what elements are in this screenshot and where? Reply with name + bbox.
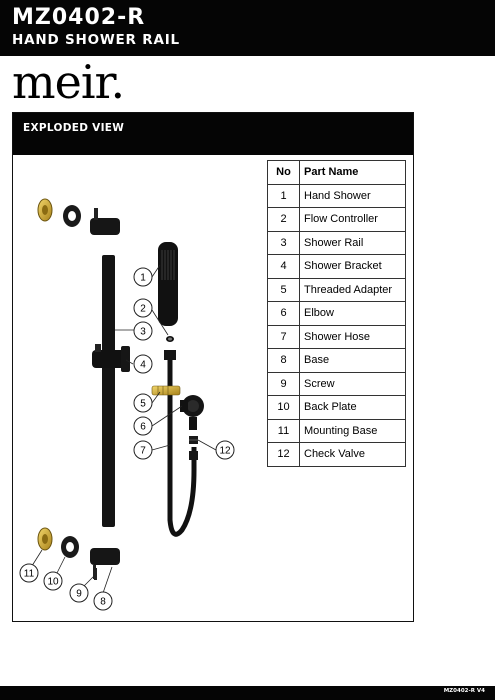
svg-text:1: 1 [140,273,146,284]
part-name: Base [299,348,406,373]
callout-8: 8 [93,591,113,611]
exploded-view-title: EXPLODED VIEW [23,122,125,134]
callout-11: 11 [19,563,39,583]
header-bar: MZ0402-R HAND SHOWER RAIL [0,0,495,56]
part-number: 7 [267,324,300,349]
brand-logo: meir. [12,55,125,109]
column-header-part-name: Part Name [299,160,406,185]
callout-9: 9 [69,583,89,603]
flow-controller [166,336,174,342]
callout-4: 4 [133,354,153,374]
svg-text:5: 5 [140,399,146,410]
product-name: HAND SHOWER RAIL [12,32,180,48]
shower-bracket [92,344,130,372]
elbow [180,395,204,430]
shower-hose [167,360,197,537]
part-name: Flow Controller [299,207,406,232]
part-name: Back Plate [299,395,406,420]
svg-text:4: 4 [140,360,146,371]
part-number: 3 [267,230,300,255]
top-mounting-assembly [37,198,120,235]
part-name: Shower Hose [299,324,406,349]
svg-text:10: 10 [47,577,59,588]
bottom-mounting-assembly [37,527,120,580]
part-number: 12 [267,442,300,467]
footer-bar: MZ0402-R V4 [0,686,495,700]
part-number: 10 [267,395,300,420]
part-name: Shower Bracket [299,254,406,279]
part-name: Elbow [299,301,406,326]
callout-10: 10 [43,571,63,591]
callout-7: 7 [133,440,153,460]
part-name: Shower Rail [299,230,406,255]
part-name: Mounting Base [299,418,406,443]
svg-text:11: 11 [24,569,35,580]
callout-2: 2 [133,298,153,318]
model-code: MZ0402-R [12,5,146,30]
callout-5: 5 [133,393,153,413]
callout-1: 1 [133,267,153,287]
part-number: 9 [267,371,300,396]
document-version: MZ0402-R V4 [443,688,485,694]
hand-shower [158,242,178,326]
part-number: 4 [267,254,300,279]
svg-text:12: 12 [219,446,231,457]
callout-12: 12 [215,440,235,460]
part-number: 11 [267,418,300,443]
part-number: 2 [267,207,300,232]
svg-text:9: 9 [76,589,82,600]
part-name: Hand Shower [299,183,406,208]
part-name: Screw [299,371,406,396]
column-header-no: No [267,160,300,185]
callout-3: 3 [133,321,153,341]
part-number: 1 [267,183,300,208]
svg-text:6: 6 [140,422,146,433]
parts-table-header: No Part Name [267,160,406,185]
part-name: Check Valve [299,442,406,467]
part-number: 8 [267,348,300,373]
svg-text:3: 3 [140,327,146,338]
part-number: 5 [267,277,300,302]
part-name: Threaded Adapter [299,277,406,302]
callout-6: 6 [133,416,153,436]
svg-text:2: 2 [140,304,146,315]
exploded-view-header: EXPLODED VIEW [13,113,413,155]
leader-lines [29,264,217,594]
threaded-adapter [151,385,181,396]
svg-text:8: 8 [100,597,106,608]
check-valve [189,436,198,460]
part-number: 6 [267,301,300,326]
shower-rail [102,255,115,527]
screw [93,565,96,579]
svg-text:7: 7 [140,446,146,457]
